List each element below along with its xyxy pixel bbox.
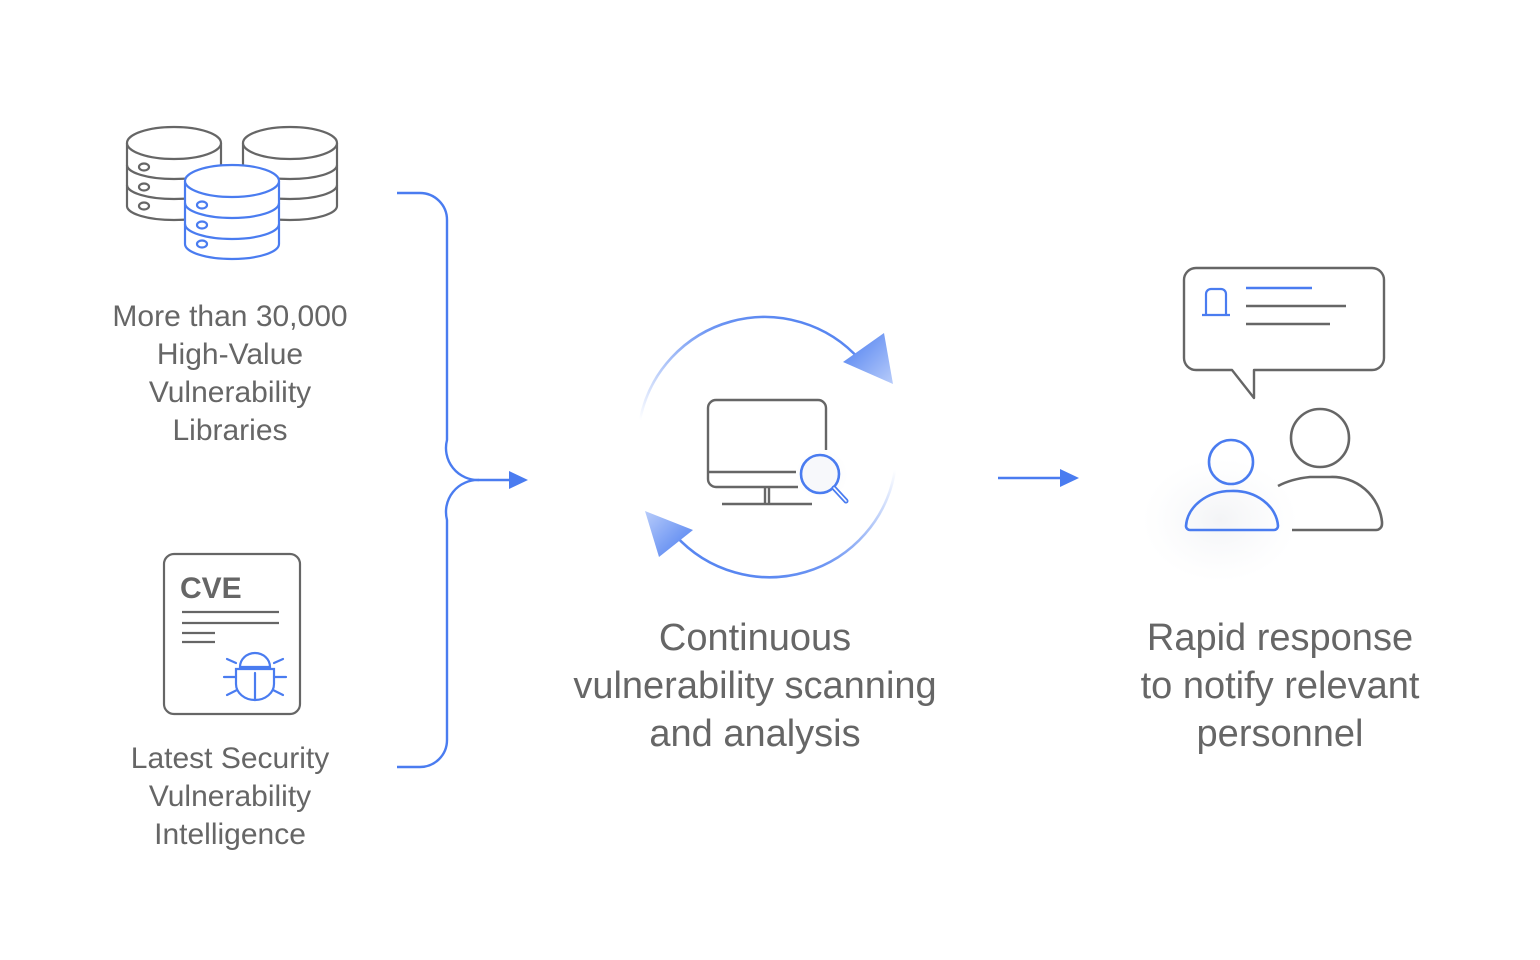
person-front-icon bbox=[1184, 438, 1280, 532]
label-line: Libraries bbox=[172, 414, 288, 447]
monitor-icon bbox=[706, 398, 828, 506]
label-line: Vulnerability bbox=[148, 376, 312, 409]
arrow-head-icon bbox=[509, 471, 528, 489]
label-line: Rapid response bbox=[1146, 617, 1414, 659]
label-line: and analysis bbox=[649, 713, 861, 755]
label-line: Continuous bbox=[658, 617, 852, 659]
monitor-search-cycle-icon bbox=[638, 315, 897, 579]
label-line: High-Value bbox=[156, 338, 304, 371]
flow-arrow bbox=[998, 469, 1079, 487]
chat-bubble-icon bbox=[1182, 266, 1386, 400]
label-line: personnel bbox=[1196, 713, 1364, 755]
bug-icon bbox=[222, 651, 288, 702]
label-line: vulnerability scanning bbox=[573, 665, 937, 707]
database-stack-icon bbox=[125, 125, 339, 261]
notify-personnel-icon bbox=[1142, 266, 1386, 582]
scanning-label: Continuous vulnerability scanning and an… bbox=[530, 614, 980, 758]
libraries-label: More than 30,000 High-Value Vulnerabilit… bbox=[60, 298, 400, 450]
search-icon bbox=[799, 453, 849, 504]
response-label: Rapid response to notify relevant person… bbox=[1100, 614, 1460, 758]
label-line: More than 30,000 bbox=[112, 300, 348, 333]
cycle-arc-bottom bbox=[674, 469, 897, 579]
cve-badge: CVE bbox=[180, 572, 242, 605]
arrow-head-icon bbox=[1060, 469, 1079, 487]
label-line: Latest Security bbox=[130, 742, 330, 775]
person-back-icon bbox=[1277, 407, 1384, 532]
database-back-left-icon bbox=[125, 125, 223, 222]
database-front-icon bbox=[183, 163, 281, 261]
cycle-arc-top bbox=[638, 315, 861, 421]
intelligence-label: Latest Security Vulnerability Intelligen… bbox=[60, 740, 400, 854]
alarm-light-icon bbox=[1202, 287, 1230, 317]
document-lines-icon bbox=[182, 610, 279, 644]
label-line: to notify relevant bbox=[1140, 665, 1420, 707]
people-shadow bbox=[1142, 458, 1298, 582]
label-line: Vulnerability bbox=[148, 780, 312, 813]
label-line: Intelligence bbox=[154, 818, 306, 851]
cve-document-icon: CVE bbox=[162, 552, 302, 716]
cycle-arrow-bottom-icon bbox=[645, 511, 693, 557]
cycle-arrow-top-icon bbox=[843, 333, 893, 384]
merge-bracket-arrow bbox=[397, 191, 528, 769]
